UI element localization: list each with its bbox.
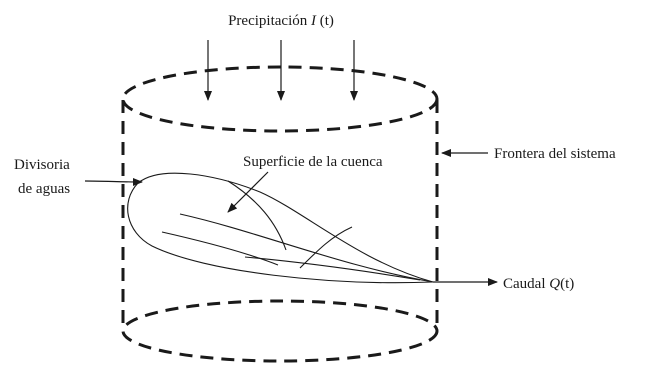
boundary-label: Frontera del sistema	[494, 146, 616, 162]
divide-label-line2: de aguas	[18, 181, 70, 197]
surface-label: Superficie de la cuenca	[243, 154, 383, 170]
divide-label-line1: Divisoria	[14, 157, 70, 173]
precipitation-arrows	[204, 40, 358, 101]
tributary-4	[299, 226, 353, 269]
catchment	[127, 172, 434, 284]
tributary-2	[161, 231, 279, 266]
tributary-3	[244, 256, 421, 281]
bottom-ellipse	[121, 299, 439, 363]
top-ellipse	[121, 65, 439, 133]
cylinder-boundary	[121, 65, 439, 363]
divide-pointer	[84, 177, 143, 186]
surface-pointer	[227, 171, 269, 213]
catchment-outline	[127, 172, 434, 284]
precipitation-label: Precipitación I (t)	[228, 13, 334, 29]
discharge-label: Caudal Q(t)	[503, 276, 574, 292]
main-channel	[179, 213, 434, 283]
tributary-1	[227, 180, 287, 251]
